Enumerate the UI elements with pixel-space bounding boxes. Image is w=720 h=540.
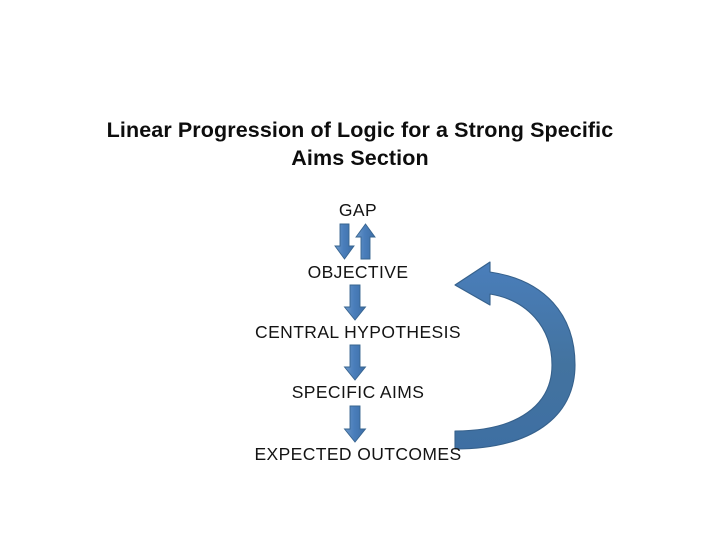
flowchart-node-central-hypothesis: CENTRAL HYPOTHESIS [255,322,461,342]
flowchart-node-gap: GAP [338,200,378,220]
flowchart-node-expected-outcomes: EXPECTED OUTCOMES [254,444,462,464]
flowchart-node-specific-aims: SPECIFIC AIMS [291,382,425,402]
page-title: Linear Progression of Logic for a Strong… [106,118,614,171]
connector-gap-to-objective [334,223,355,260]
connector-objective-to-hypothesis [343,284,367,321]
flowchart-node-objective: OBJECTIVE [307,262,409,282]
connector-hypothesis-to-aims [343,344,367,381]
connector-aims-to-outcomes [343,405,367,443]
connector-outcomes-to-objective-loop [454,261,576,450]
connector-objective-to-gap [355,223,376,260]
